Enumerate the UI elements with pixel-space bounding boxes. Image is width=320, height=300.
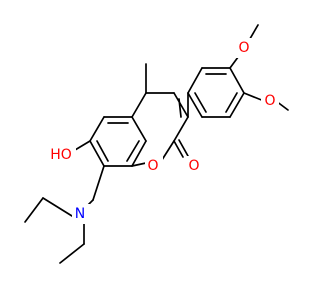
hydroxyl-label: HO <box>50 147 72 163</box>
bond <box>126 140 140 162</box>
bond <box>173 116 189 142</box>
bond <box>178 139 189 157</box>
bond <box>92 165 105 201</box>
bond <box>59 243 85 264</box>
bond <box>225 92 238 113</box>
atom-label-layer: HO O O N O O <box>48 38 279 224</box>
methoxy-oxygen-bottom-label: O <box>264 93 275 109</box>
bond <box>178 98 182 118</box>
methoxy-oxygen-top-label: O <box>238 40 249 56</box>
bond <box>229 67 245 94</box>
bond <box>89 140 105 167</box>
bond <box>131 92 147 118</box>
bond <box>131 140 147 167</box>
label-mask <box>145 156 163 176</box>
bond <box>229 92 245 118</box>
label-mask <box>185 156 203 176</box>
ring-oxygen-label: O <box>147 158 158 174</box>
bond <box>89 116 105 142</box>
molecule-structure: HO O O N O O <box>24 24 289 264</box>
label-mask <box>72 204 90 224</box>
bond <box>131 116 147 142</box>
carbonyl-oxygen-label: O <box>188 158 199 174</box>
bond <box>173 92 189 118</box>
bond <box>131 162 147 167</box>
bond <box>173 140 184 158</box>
bond <box>243 92 265 102</box>
bond <box>194 92 207 113</box>
bond <box>96 140 109 162</box>
bond-layer <box>24 24 289 264</box>
bond <box>187 92 203 118</box>
bond <box>187 67 203 94</box>
bond <box>24 197 44 223</box>
nitrogen-label: N <box>75 206 85 222</box>
bond <box>42 197 73 217</box>
label-mask <box>261 91 279 111</box>
label-mask <box>236 38 254 58</box>
label-mask <box>48 144 76 164</box>
